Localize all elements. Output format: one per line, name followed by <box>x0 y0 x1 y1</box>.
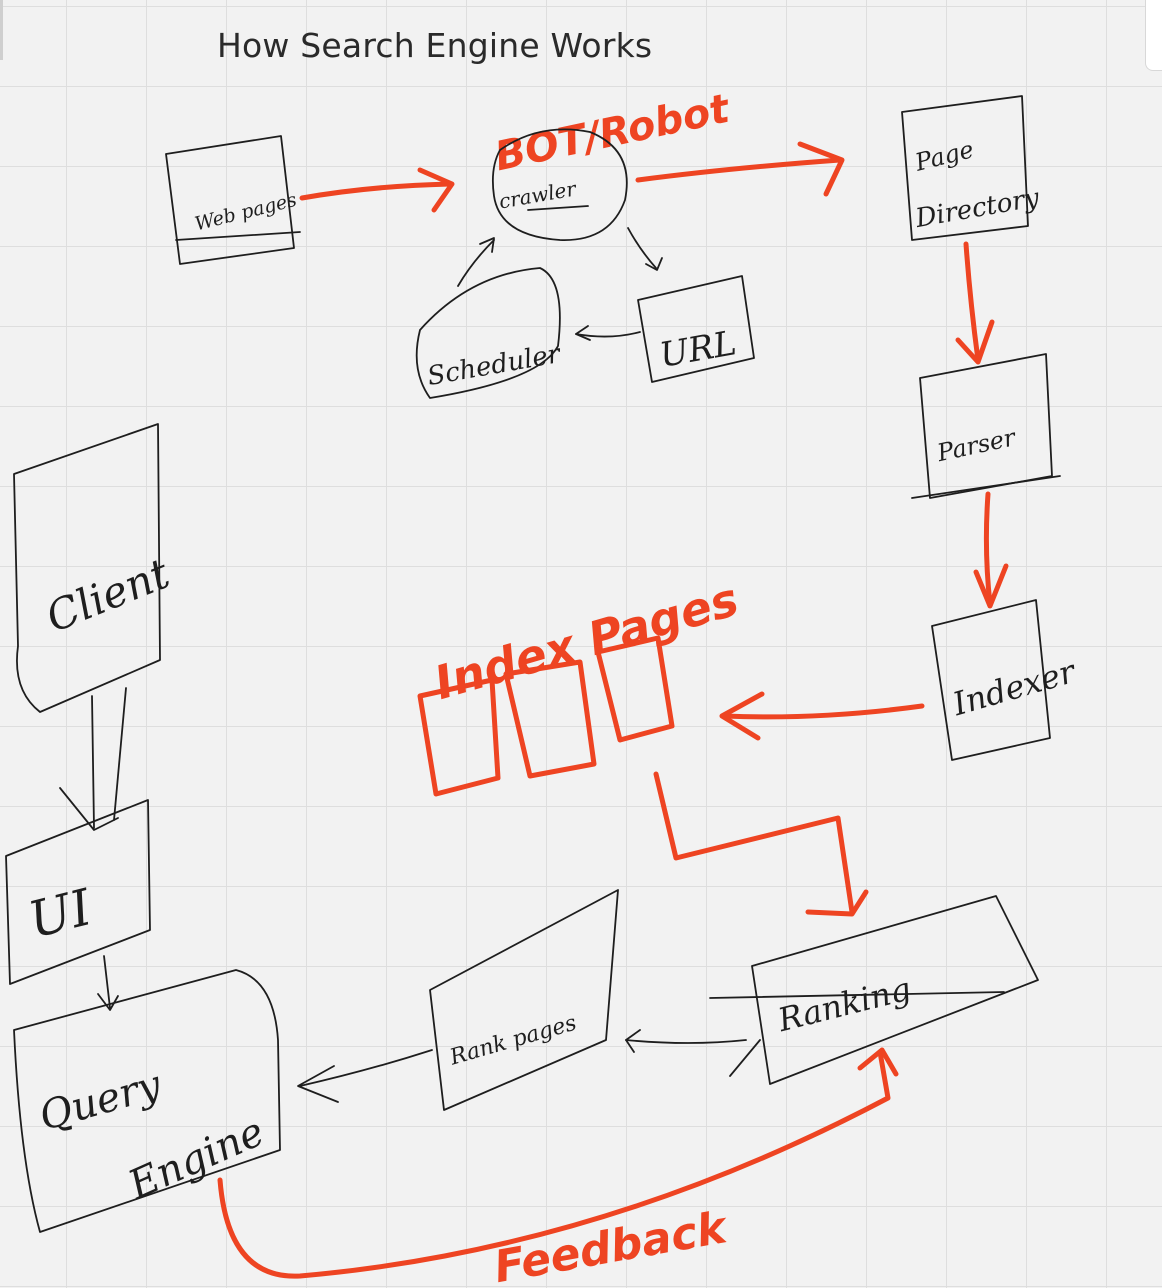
page-directory-node[interactable]: Page Directory <box>901 95 1042 241</box>
arrow-url-to-scheduler <box>575 325 641 341</box>
page-title: How Search Engine Works <box>217 26 653 65</box>
ranking-label: Ranking <box>773 970 914 1040</box>
arrow-ui-to-query-engine <box>97 955 119 1011</box>
arrow-index-pages-to-ranking <box>653 771 869 917</box>
web-pages-node[interactable]: Web pages <box>165 135 301 265</box>
web-pages-label: Web pages <box>193 189 300 236</box>
ui-label: UI <box>23 878 98 950</box>
url-label: URL <box>657 323 740 376</box>
indexer-label: Indexer <box>948 652 1081 724</box>
right-edge-tab[interactable] <box>1145 0 1162 71</box>
scheduler-node[interactable]: Scheduler <box>415 267 564 399</box>
left-edge-marker <box>0 0 3 60</box>
arrow-web-to-crawler <box>299 167 455 213</box>
query-engine-node[interactable]: Query Engine <box>13 969 281 1233</box>
arrow-feedback-loop <box>217 1047 899 1279</box>
index-pages-node[interactable] <box>417 635 675 797</box>
indexer-node[interactable]: Indexer <box>931 599 1081 761</box>
arrow-ranking-to-rank-pages <box>625 1029 747 1053</box>
arrow-page-directory-to-parser <box>955 241 995 365</box>
rank-pages-label: Rank pages <box>446 1011 579 1071</box>
arrow-parser-to-indexer <box>973 491 1009 609</box>
bot-robot-label: BOT/Robot <box>491 85 735 180</box>
parser-label: Parser <box>934 423 1019 467</box>
rank-pages-node[interactable]: Rank pages <box>429 889 619 1111</box>
arrow-client-to-ui <box>59 687 127 831</box>
page-directory-label-line1: Page <box>911 135 976 177</box>
arrow-scheduler-to-crawler <box>457 237 495 287</box>
arrow-crawler-to-url <box>627 227 663 271</box>
query-engine-label-line1: Query <box>34 1061 167 1140</box>
client-label: Client <box>39 549 176 642</box>
ui-node[interactable]: UI <box>5 799 151 985</box>
arrow-indexer-to-index-pages <box>719 691 925 741</box>
arrow-crawler-to-page-directory <box>635 141 845 197</box>
index-pages-label: Index Pages <box>429 572 745 710</box>
url-node[interactable]: URL <box>637 275 755 383</box>
parser-node[interactable]: Parser <box>911 353 1061 499</box>
query-engine-label-line2: Engine <box>121 1109 271 1210</box>
arrow-rank-pages-to-query-engine <box>297 1049 433 1103</box>
client-node[interactable]: Client <box>13 423 176 713</box>
